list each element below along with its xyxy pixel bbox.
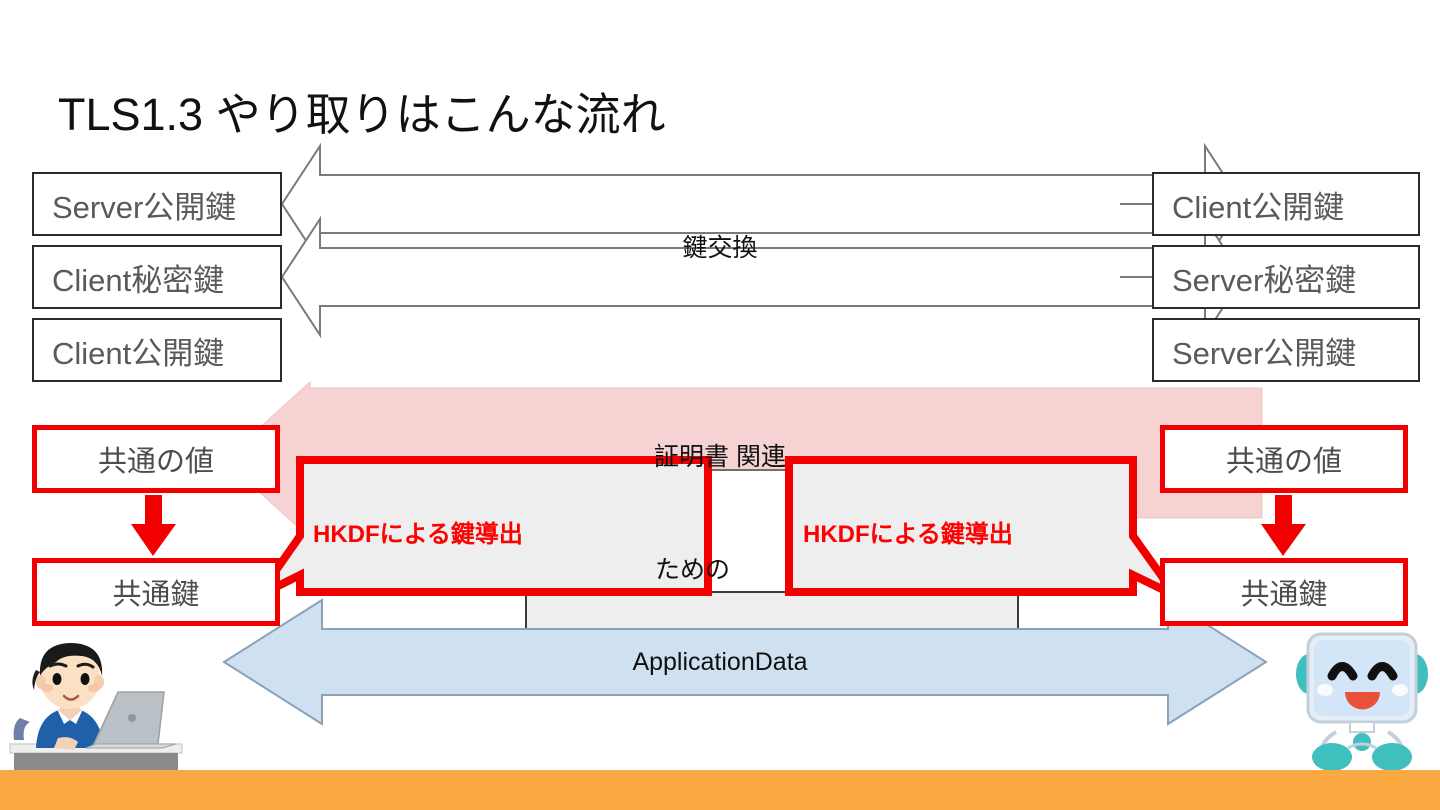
left-common-key-label: 共通鍵 xyxy=(112,579,200,611)
right-common-key-label: 共通鍵 xyxy=(1240,579,1328,611)
left-derive-arrow xyxy=(131,495,176,556)
page-title: TLS1.3 やり取りはこんな流れ xyxy=(58,89,666,140)
hkdf-callout-label-right: HKDFによる鍵導出 xyxy=(803,521,1013,548)
left-common-value-label: 共通の値 xyxy=(97,446,214,478)
hkdf-callout-label-left: HKDFによる鍵導出 xyxy=(313,521,523,548)
application-data-arrow xyxy=(222,598,1268,726)
right-key-box-1[interactable]: Client公開鍵 xyxy=(1152,172,1420,236)
hkdf-callout-right xyxy=(785,456,1180,600)
left-key-label-1: Server公開鍵 xyxy=(52,189,237,225)
left-common-value-box[interactable]: 共通の値 xyxy=(32,425,280,493)
right-key-label-1: Client公開鍵 xyxy=(1172,189,1345,225)
right-common-value-box[interactable]: 共通の値 xyxy=(1160,425,1408,493)
right-key-box-2[interactable]: Server秘密鍵 xyxy=(1152,245,1420,309)
right-key-label-3: Server公開鍵 xyxy=(1172,335,1357,371)
right-key-label-2: Server秘密鍵 xyxy=(1172,262,1357,298)
application-data-label: ApplicationData xyxy=(632,648,808,676)
person-at-laptop-illustration xyxy=(6,626,196,773)
handshake-tab-box xyxy=(525,591,1019,633)
key-exchange-label: 鍵交換 xyxy=(682,234,758,262)
left-key-label-3: Client公開鍵 xyxy=(52,335,225,371)
right-key-box-3[interactable]: Server公開鍵 xyxy=(1152,318,1420,382)
smiling-robot-illustration xyxy=(1292,612,1432,772)
right-common-value-label: 共通の値 xyxy=(1225,446,1342,478)
left-key-label-2: Client秘密鍵 xyxy=(52,262,225,298)
handshake-partial-label: ための xyxy=(655,556,731,584)
right-common-key-box[interactable]: 共通鍵 xyxy=(1160,558,1408,626)
left-common-key-box[interactable]: 共通鍵 xyxy=(32,558,280,626)
left-key-box-1[interactable]: Server公開鍵 xyxy=(32,172,282,236)
certificate-label: 証明書 関連 xyxy=(654,443,786,471)
bottom-accent-band xyxy=(0,770,1440,810)
hkdf-callout-left xyxy=(254,456,712,600)
right-derive-arrow xyxy=(1261,495,1306,556)
left-key-box-3[interactable]: Client公開鍵 xyxy=(32,318,282,382)
left-key-box-2[interactable]: Client秘密鍵 xyxy=(32,245,282,309)
